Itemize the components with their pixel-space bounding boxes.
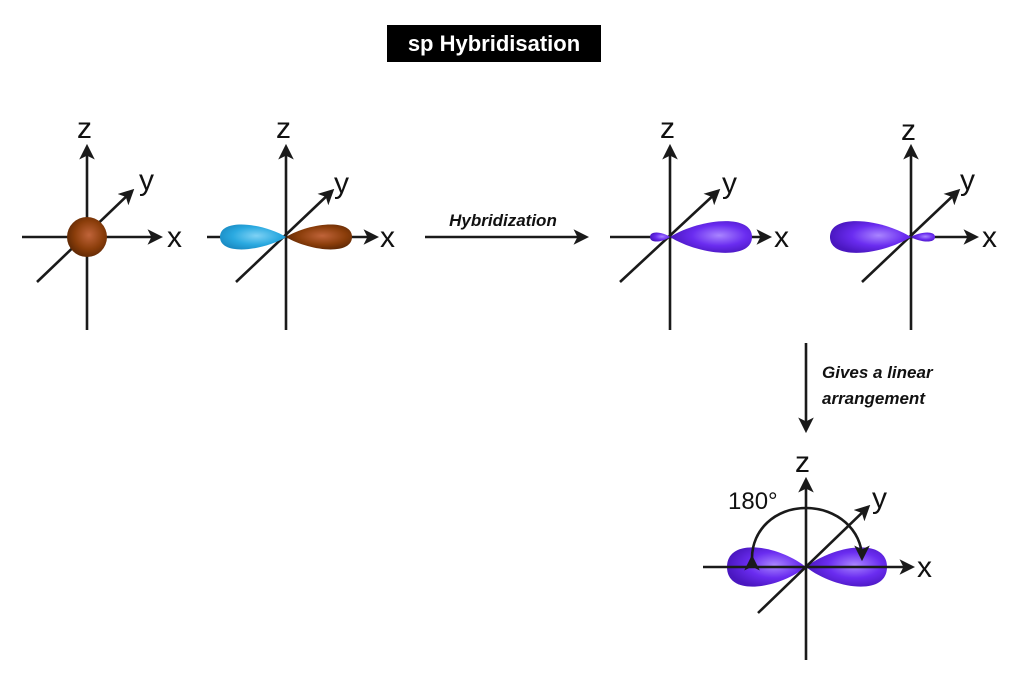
x-label: x [982,221,997,254]
linear-arrangement-arrow: Gives a linear arrangement [798,343,934,434]
z-label: z [276,112,291,145]
s-orbital-axes: z x y [22,112,182,330]
hybridization-arrow: Hybridization [425,211,590,245]
sp-small-lobe [650,232,670,242]
bond-angle-arc [744,506,870,571]
sp-orbital-2-axes: z x y [830,114,997,330]
hybridization-label: Hybridization [449,211,557,230]
z-label: z [77,112,92,145]
p-lobe-right [286,224,352,250]
s-orbital [67,217,107,257]
y-label: y [872,482,887,515]
linear-sp-axes: z x y 180° [703,446,932,660]
result-label-line1: Gives a linear [822,363,934,382]
angle-label: 180° [728,488,778,515]
result-label-line2: arrangement [822,389,926,408]
p-lobe-left [220,224,286,250]
z-label: z [901,114,916,147]
title-banner: sp Hybridisation [387,25,601,62]
sp-large-lobe [830,221,911,253]
y-label: y [334,167,349,200]
x-label: x [380,221,395,254]
y-label: y [139,164,154,197]
x-label: x [917,551,932,584]
x-label: x [167,221,182,254]
z-label: z [795,446,810,479]
y-label: y [960,164,975,197]
z-label: z [660,112,675,145]
sp-small-lobe [911,232,935,242]
page-title: sp Hybridisation [408,31,580,56]
y-label: y [722,167,737,200]
p-orbital-axes: z x y [207,112,395,330]
x-label: x [774,221,789,254]
sp-orbital-1-axes: z x y [610,112,789,330]
sp-large-lobe [670,221,752,253]
